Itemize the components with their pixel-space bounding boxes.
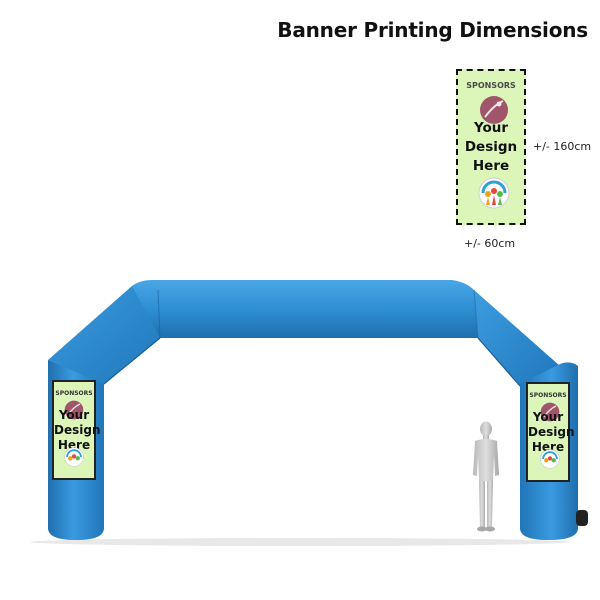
banner-design-text: Your Design Here <box>54 408 101 453</box>
height-dimension-label: +/- 160cm <box>533 140 592 153</box>
design-line-1: Your <box>58 408 90 422</box>
width-dimension-label: +/- 60cm <box>464 237 516 250</box>
right-leg-banner: SPONSORS Your Design Here <box>526 382 575 482</box>
human-silhouette-icon <box>473 421 499 532</box>
sponsor-logo-icon <box>64 400 84 420</box>
banner-design-text: Your Design Here <box>458 119 524 176</box>
design-line-3: Here <box>472 158 510 174</box>
banner-dimension-preview: SPONSORS Your Design Here <box>456 69 526 225</box>
left-leg-banner: SPONSORS Your Design Here <box>52 380 101 480</box>
people-logo-icon <box>64 447 84 467</box>
banner-sponsors-label: SPONSORS <box>55 390 93 397</box>
sponsor-logo-icon <box>540 402 560 422</box>
people-logo-icon <box>540 449 560 469</box>
design-line-3: Here <box>57 438 91 452</box>
page-title: Banner Printing Dimensions <box>277 18 588 42</box>
sponsor-logo-icon <box>480 96 508 124</box>
design-line-3: Here <box>531 440 565 454</box>
design-line-1: Your <box>473 120 509 136</box>
people-logo-icon <box>478 177 510 209</box>
design-line-2: Design <box>464 139 518 155</box>
design-line-1: Your <box>532 410 564 424</box>
banner-sponsors-label: SPONSORS <box>466 81 516 90</box>
banner-design-text: Your Design Here <box>528 410 575 455</box>
design-line-2: Design <box>528 425 575 439</box>
banner-sponsors-label: SPONSORS <box>529 392 567 399</box>
design-line-2: Design <box>54 423 101 437</box>
